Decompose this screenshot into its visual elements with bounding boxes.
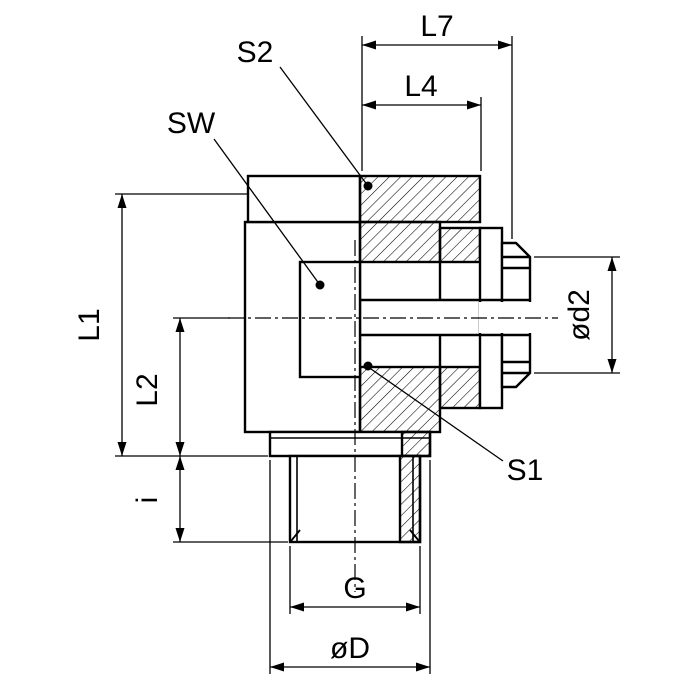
arrowhead bbox=[270, 662, 284, 672]
arrowhead bbox=[607, 257, 617, 271]
leader-line bbox=[213, 138, 321, 286]
dim-label-l7: L7 bbox=[420, 10, 453, 43]
top-nut-section bbox=[358, 174, 482, 224]
dim-label-s2: S2 bbox=[237, 36, 274, 69]
arrowhead bbox=[607, 359, 617, 373]
dim-label-sw: SW bbox=[167, 107, 216, 140]
nut-band-section bbox=[358, 220, 442, 264]
top-cap bbox=[246, 174, 362, 224]
arrowhead bbox=[416, 662, 430, 672]
arrowhead bbox=[175, 442, 185, 456]
arrowhead bbox=[362, 40, 376, 50]
dimensions: L7 L4 S2 SW S1 bbox=[73, 10, 620, 674]
leader-s2: S2 bbox=[237, 36, 373, 191]
arrowhead bbox=[175, 318, 185, 332]
leader-s1: S1 bbox=[363, 361, 544, 487]
lower-block-section bbox=[358, 365, 442, 434]
leader-dot bbox=[363, 361, 373, 371]
sw-boss bbox=[298, 260, 362, 379]
stem-wall-section bbox=[398, 454, 422, 544]
dim-label-g: G bbox=[343, 572, 366, 605]
dimension-l1: L1 bbox=[73, 193, 268, 457]
dimension-od: øD bbox=[269, 460, 431, 674]
dim-label-od2: ød2 bbox=[563, 289, 596, 341]
leader-dot bbox=[315, 280, 325, 290]
dim-label-i: i bbox=[131, 497, 164, 504]
leader-line bbox=[370, 368, 504, 462]
arrowhead bbox=[498, 40, 512, 50]
dim-label-l4: L4 bbox=[404, 70, 437, 103]
dim-label-l1: L1 bbox=[73, 308, 106, 341]
thread-chamfer bbox=[409, 529, 420, 542]
dimension-od2: ød2 bbox=[534, 256, 620, 374]
dim-label-l2: L2 bbox=[131, 373, 164, 406]
lower-step-section bbox=[438, 365, 482, 410]
leader-line bbox=[279, 66, 369, 187]
dim-label-s1: S1 bbox=[507, 454, 544, 487]
arrowhead bbox=[362, 100, 376, 110]
arrowhead bbox=[290, 602, 304, 612]
arrowhead bbox=[175, 528, 185, 542]
arrowhead bbox=[117, 194, 127, 208]
dim-label-od: øD bbox=[330, 632, 370, 665]
dimension-l7: L7 bbox=[361, 10, 513, 239]
flange-wall-section bbox=[400, 430, 432, 458]
arrowhead bbox=[406, 602, 420, 612]
arrowhead bbox=[467, 100, 481, 110]
arrowhead bbox=[117, 442, 127, 456]
centerlines bbox=[228, 240, 558, 592]
upper-step-section bbox=[438, 226, 482, 264]
leader-sw: SW bbox=[167, 107, 325, 290]
dimension-i: i bbox=[131, 456, 288, 543]
dimension-g: G bbox=[289, 546, 421, 614]
arrowhead bbox=[175, 456, 185, 470]
thread-chamfer bbox=[290, 529, 301, 542]
dimension-l2: L2 bbox=[131, 317, 230, 456]
leader-dot bbox=[363, 181, 373, 191]
dimension-l4: L4 bbox=[362, 70, 482, 171]
